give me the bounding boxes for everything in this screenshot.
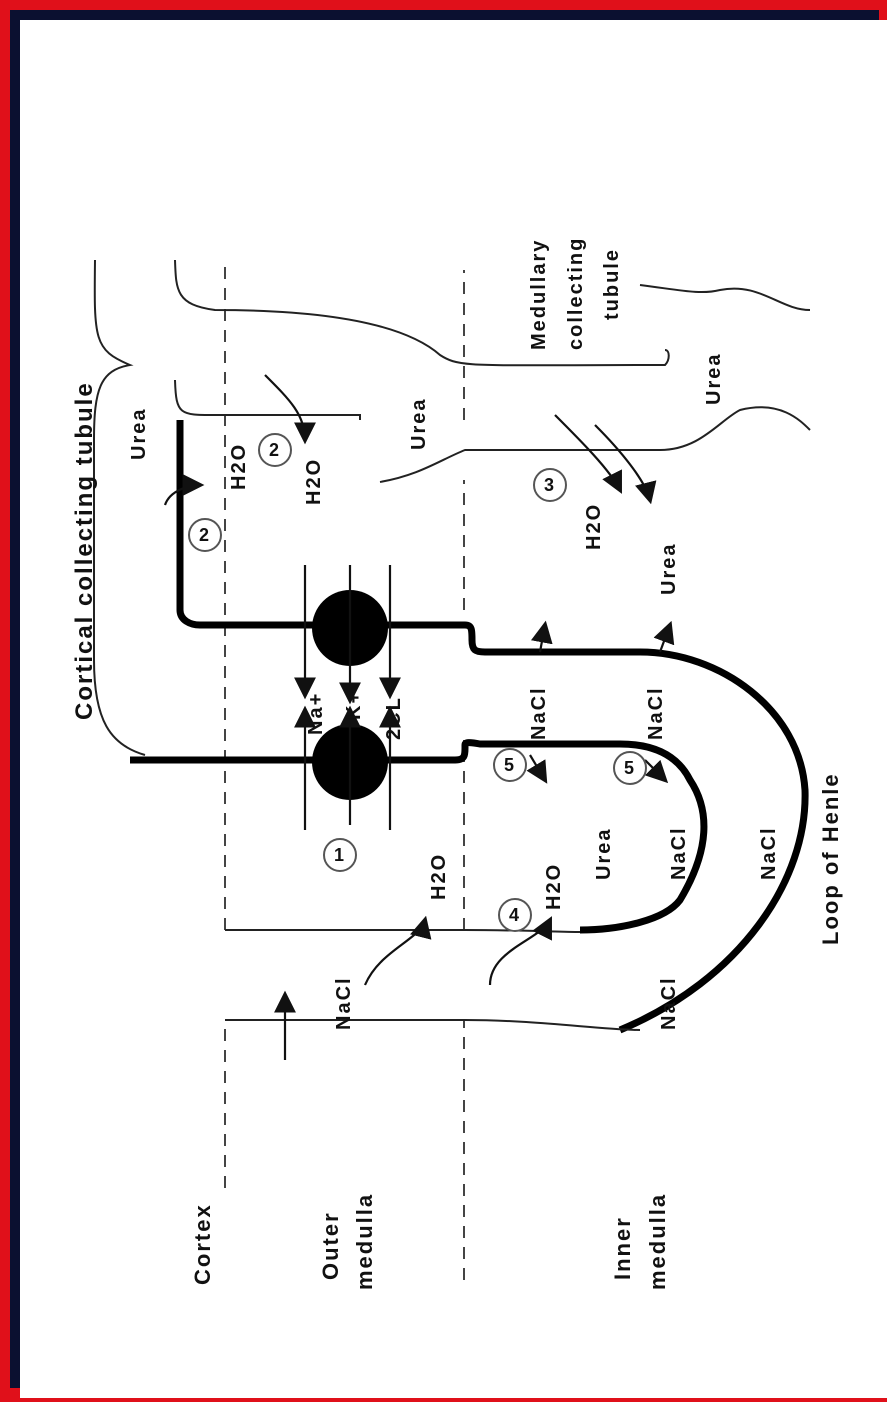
cortical-collecting-tubule-outline xyxy=(93,259,146,756)
label-urea-3: Urea xyxy=(703,353,725,405)
medullary-collecting-tubule-outline xyxy=(174,259,811,483)
label-medullary-3: tubule xyxy=(601,248,623,320)
label-h2o-4: H2O xyxy=(428,853,450,900)
marker-5a: 5 xyxy=(493,748,527,782)
marker-3: 3 xyxy=(533,468,567,502)
label-h2o-5: H2O xyxy=(543,863,565,910)
label-urea-1: Urea xyxy=(128,408,150,460)
label-nacl-4: NaCl xyxy=(758,826,780,880)
label-k-plus: K+ xyxy=(343,690,365,720)
svg-text:5: 5 xyxy=(504,755,516,775)
marker-2a: 2 xyxy=(188,518,222,552)
label-outer-medulla-2: medulla xyxy=(352,1193,377,1290)
label-outer-medulla-1: Outer xyxy=(318,1211,343,1280)
label-inner-medulla-1: Inner xyxy=(610,1216,635,1280)
svg-text:5: 5 xyxy=(624,758,636,778)
label-nacl-6: NaCl xyxy=(658,976,680,1030)
label-inner-medulla-2: medulla xyxy=(645,1193,670,1290)
label-h2o-3: H2O xyxy=(583,503,605,550)
svg-text:1: 1 xyxy=(334,845,346,865)
label-nacl-3: NaCl xyxy=(668,826,690,880)
marker-4: 4 xyxy=(498,898,532,932)
label-medullary-1: Medullary xyxy=(528,239,550,350)
label-na-plus: Na+ xyxy=(305,692,327,735)
label-loop-of-henle: Loop of Henle xyxy=(818,772,843,945)
marker-5b: 5 xyxy=(613,751,647,785)
label-medullary-2: collecting xyxy=(565,237,587,350)
marker-2b: 2 xyxy=(258,433,292,467)
label-urea-4: Urea xyxy=(658,543,680,595)
kidney-countercurrent-diagram: 1 2 2 3 4 5 5 xyxy=(71,237,843,1290)
label-urea-5: Urea xyxy=(593,828,615,880)
transporter-arrows xyxy=(294,565,401,830)
diagram-panel: 1 2 2 3 4 5 5 xyxy=(20,20,887,1398)
thick-descending-segment xyxy=(130,739,708,934)
label-urea-2: Urea xyxy=(408,398,430,450)
label-h2o-1: H2O xyxy=(228,443,250,490)
svg-text:2: 2 xyxy=(269,440,281,460)
svg-text:4: 4 xyxy=(509,905,521,925)
label-h2o-2: H2O xyxy=(303,458,325,505)
label-cortical-collecting-tubule: Cortical collecting tubule xyxy=(71,381,98,720)
label-nacl-5: NaCl xyxy=(333,976,355,1030)
label-nacl-1: NaCl xyxy=(528,686,550,740)
label-nacl-2: NaCl xyxy=(645,686,667,740)
loop-of-henle-outline xyxy=(225,929,641,1031)
thick-ascending-limb xyxy=(176,420,809,1034)
svg-text:2: 2 xyxy=(199,525,211,545)
svg-text:3: 3 xyxy=(544,475,556,495)
flow-arrows xyxy=(163,374,675,1060)
label-cortex: Cortex xyxy=(190,1203,215,1285)
marker-1: 1 xyxy=(323,838,357,872)
label-2cl: 2CL xyxy=(383,696,405,740)
